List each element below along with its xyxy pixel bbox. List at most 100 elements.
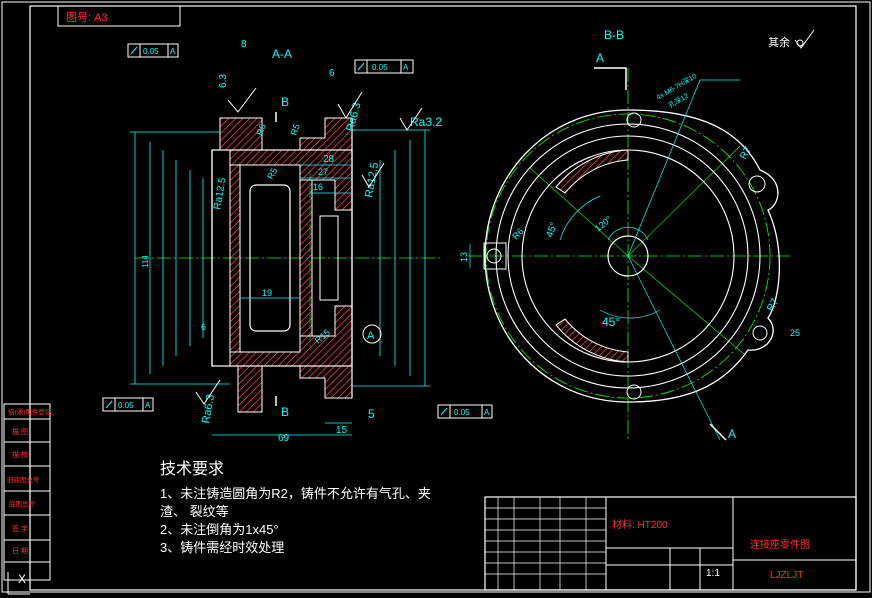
title-material: 材料: HT200 (612, 518, 668, 531)
dim-6-bottom: 6 (201, 322, 206, 332)
svg-text:A: A (145, 401, 151, 410)
bb-outer-contour (484, 109, 781, 403)
bb-bolt-circle (485, 113, 771, 399)
ra-3-2: Ra3.2 (410, 115, 442, 129)
inner-frame (29, 5, 857, 591)
tolerance-frame-1: 0.05 A (127, 43, 179, 58)
ang-25: 25 (790, 328, 800, 338)
svg-text:A: A (728, 427, 736, 441)
tolerance-frame-4: 0.05 A (437, 404, 493, 419)
strip-label-5: 签 字 (12, 524, 28, 533)
drawing-no-box (57, 5, 181, 27)
strip-label-1: 描 图 (12, 427, 28, 436)
left-strip: 借(通)用件登记 描 图 描 校 旧底图总号 底图总号 签 字 日 期 (3, 403, 52, 581)
dim-6-3: 6.3 (218, 74, 229, 88)
dim-27: 27 (318, 167, 328, 177)
title-block: 材料: HT200 连接座零件图 LJZLJT 1:1 (484, 496, 857, 591)
drawing-no-label: 图号: A3 (66, 11, 108, 24)
title-part-name: 连接座零件图 (750, 538, 810, 551)
ra-12-5: Ra12.5 (363, 161, 381, 198)
hatch-web (229, 164, 241, 353)
bb-hole-bottom (626, 384, 642, 400)
r7-a: R7 (738, 145, 754, 162)
hatch-flange-bottom (229, 305, 353, 413)
svg-text:A: A (596, 51, 604, 65)
req-line3: 2、未注倒角为1x45° (160, 522, 279, 537)
dim-19: 19 (262, 288, 272, 298)
dim-69: 69 (278, 433, 290, 444)
bb-hole-right-top (748, 175, 766, 193)
req-line1: 1、未注铸造圆角为R2，铸件不允许有气孔、夹 (160, 486, 431, 501)
dim-28: 28 (323, 154, 335, 165)
section-arrow-a-bottom: A (709, 423, 736, 441)
hole-note: 4x M6-7H深10 (655, 71, 699, 101)
svg-text:0.05: 0.05 (118, 401, 134, 410)
ucs-icon: X (7, 572, 30, 595)
aa-inner-bore (249, 184, 291, 332)
dim-8: 8 (241, 39, 247, 50)
strip-label-4: 底图总号 (9, 499, 36, 508)
title-drawing-code: LJZLJT (770, 570, 803, 581)
label-b-bottom: B (281, 405, 289, 419)
bb-hole-top (626, 112, 642, 128)
r5-c: R5 (265, 166, 279, 181)
view-bb[interactable]: B-B 4x (459, 28, 815, 441)
label-b-top: B (281, 95, 289, 109)
svg-text:0.05: 0.05 (143, 47, 159, 56)
r7-b: R7 (765, 297, 781, 314)
roughness-symbols (195, 87, 423, 405)
svg-text:0.05: 0.05 (372, 63, 388, 72)
bb-hole-left (486, 248, 502, 264)
dim-5: 5 (368, 407, 375, 421)
svg-text:A: A (403, 63, 409, 72)
r5-b: R5 (288, 122, 301, 136)
svg-text:A: A (170, 47, 176, 56)
bb-dim-lines (469, 79, 740, 441)
strip-label-2: 描 校 (12, 450, 28, 459)
req-title: 技术要求 (160, 460, 224, 478)
ang-45b: 45° (602, 315, 620, 329)
strip-label-3: 旧底图总号 (7, 475, 40, 484)
ra-12-5-b: Ra12.5 (212, 176, 229, 210)
bb-hatch-arc-top (555, 149, 629, 194)
rest-roughness: 其余 (768, 35, 790, 49)
section-view-aa[interactable]: A-A (102, 39, 493, 444)
view-title-aa: A-A (272, 47, 292, 61)
title-scale: 1:1 (706, 568, 720, 579)
technical-requirements: 技术要求 1、未注铸造圆角为R2，铸件不允许有气孔、夹 渣、 裂纹等 2、未注倒… (160, 460, 431, 555)
bb-lug-left (483, 242, 507, 270)
strip-label-0: 借(通)用件登记 (8, 407, 52, 416)
svg-text:0.05: 0.05 (454, 408, 470, 417)
tolerance-frame-2: 0.05 A (354, 59, 414, 74)
dim-16: 16 (313, 182, 323, 192)
r5-a: R5 (254, 122, 267, 136)
req-line2: 渣、 裂纹等 (160, 504, 229, 519)
ra-6-3-b: Ra6.3 (200, 394, 217, 425)
dim-13: 13 (459, 252, 469, 262)
aa-side-hole (319, 215, 339, 301)
view-title-bb: B-B (604, 28, 624, 42)
req-line4: 3、铸件需经时效处理 (160, 540, 284, 555)
bb-ring-2 (507, 135, 749, 377)
bb-hatch-arc-bottom (555, 318, 629, 363)
ang-45a: 45° (544, 221, 560, 239)
label-a-circle: A (367, 330, 375, 342)
tolerance-frame-3: 0.05 A (102, 397, 154, 412)
ang-120: 120° (593, 214, 614, 234)
datum-circle-a (362, 324, 382, 344)
strip-label-6: 日 期 (12, 547, 28, 555)
aa-dim-labels: 114 28 27 16 19 69 15 5 8 6 6.3 R5 R5 R5… (141, 39, 442, 444)
bb-dim-labels: 4x M6-7H深10 孔深12 R7 R7 R6 13 45° 45° 120… (459, 71, 800, 338)
dim-15: 15 (336, 425, 348, 436)
bb-hub (607, 235, 649, 277)
aa-dimensions (130, 129, 430, 436)
section-arrow-a-top: A (594, 51, 627, 90)
hatch-boss (299, 179, 313, 337)
bb-hole-right-bot (752, 325, 768, 341)
svg-text:A: A (484, 408, 490, 417)
dim-6: 6 (329, 68, 335, 79)
svg-text:X: X (18, 572, 26, 586)
dim-114: 114 (141, 255, 150, 268)
